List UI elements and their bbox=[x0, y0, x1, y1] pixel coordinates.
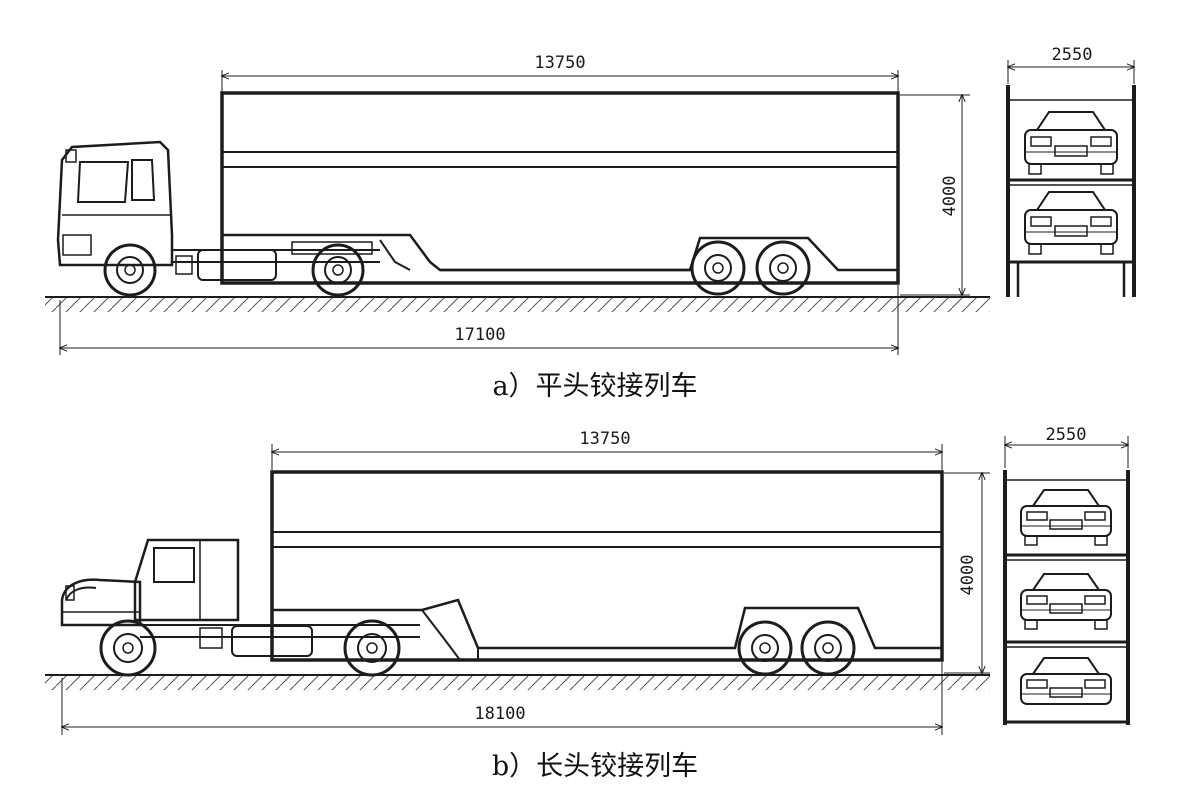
car-icon-b-bottom bbox=[1020, 657, 1112, 705]
wheel-trailer-2-a bbox=[755, 240, 811, 296]
fuel-tank-a bbox=[197, 249, 277, 281]
rear-view-a bbox=[1006, 85, 1136, 297]
tractor-cab-a bbox=[56, 140, 174, 267]
car-icon-a-upper bbox=[1024, 111, 1118, 175]
car-icon-a-lower bbox=[1024, 191, 1118, 255]
caption-a: a）平头铰接列车 bbox=[492, 371, 697, 402]
trailer-box-a bbox=[220, 91, 900, 285]
tractor-cab-b bbox=[60, 538, 240, 627]
caption-b: b）长头铰接列车 bbox=[492, 751, 698, 782]
dim-width-b: 2550 bbox=[1005, 425, 1128, 468]
trailer-box-b bbox=[270, 470, 944, 662]
dim-label-overall-length-a: 17100 bbox=[454, 325, 505, 345]
trailer-chassis-a bbox=[222, 233, 898, 272]
tractor-frame-a bbox=[172, 249, 380, 281]
car-icon-b-middle bbox=[1020, 573, 1112, 630]
ground-b bbox=[45, 674, 990, 690]
wheel-drive-b bbox=[343, 619, 401, 677]
dim-label-width-a: 2550 bbox=[1052, 45, 1093, 65]
dim-trailer-length-b: 13750 bbox=[272, 429, 942, 470]
wheel-front-a bbox=[103, 243, 157, 297]
dim-label-trailer-length-b: 13750 bbox=[579, 429, 630, 449]
wheel-front-b bbox=[99, 619, 157, 677]
wheel-drive-a bbox=[311, 243, 365, 297]
ground-a bbox=[45, 296, 990, 312]
diagram-b: 13750 18100 4000 bbox=[45, 425, 1130, 782]
dim-overall-length-b: 18100 bbox=[62, 662, 942, 735]
dim-overall-length-a: 17100 bbox=[60, 285, 898, 355]
dim-label-height-a: 4000 bbox=[940, 176, 960, 217]
wheel-trailer-1-b bbox=[737, 620, 793, 676]
tractor-frame-b bbox=[140, 624, 420, 657]
dim-label-trailer-length-a: 13750 bbox=[534, 53, 585, 73]
rear-view-b bbox=[1003, 470, 1130, 725]
fuel-tank-b bbox=[231, 625, 313, 657]
dim-label-width-b: 2550 bbox=[1046, 425, 1087, 445]
dim-height-b: 4000 bbox=[944, 473, 990, 673]
car-icon-b-top bbox=[1020, 489, 1112, 546]
wheel-trailer-1-a bbox=[690, 240, 746, 296]
dim-trailer-length-a: 13750 bbox=[222, 53, 898, 92]
dim-label-overall-length-b: 18100 bbox=[474, 704, 525, 724]
dim-width-a: 2550 bbox=[1008, 45, 1134, 84]
dim-label-height-b: 4000 bbox=[958, 555, 978, 596]
diagram-a: 13750 17100 4000 bbox=[45, 45, 1136, 402]
trailer-chassis-b bbox=[272, 598, 942, 661]
dim-height-a: 4000 bbox=[900, 95, 970, 295]
wheel-trailer-2-b bbox=[800, 620, 856, 676]
